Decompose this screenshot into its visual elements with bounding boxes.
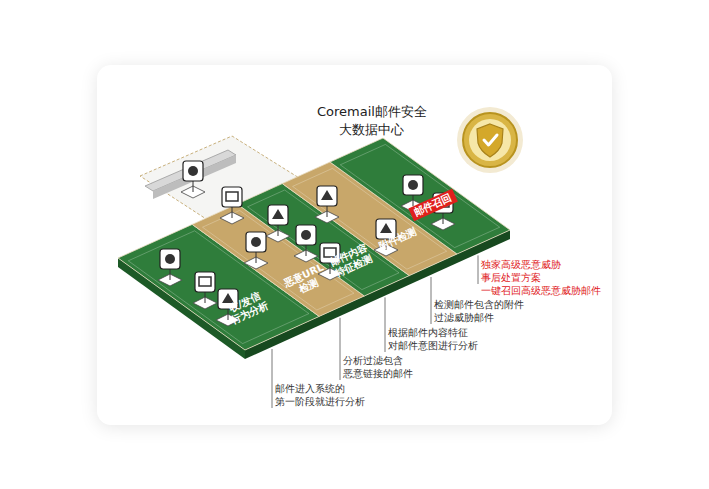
icon-stem	[232, 207, 233, 218]
icon	[244, 232, 268, 269]
icon-glyph	[301, 230, 311, 240]
icon-frame	[183, 161, 203, 181]
check-mark	[484, 135, 497, 145]
icon-frame	[222, 187, 242, 207]
icon-frame	[246, 232, 266, 252]
icon-stem	[193, 181, 194, 192]
icon-glyph	[165, 254, 175, 264]
callout-text: 独家高级恶意威胁 事后处置方案 一键召回高级恶意威胁邮件	[481, 258, 601, 297]
icon-stem	[327, 206, 328, 217]
badge-halo	[457, 107, 523, 173]
icon	[181, 161, 205, 198]
leader-line	[272, 349, 273, 408]
callout-text: 分析过滤包含 恶意链接的邮件	[343, 354, 413, 380]
icon	[266, 205, 290, 242]
leader-line	[340, 318, 341, 380]
icon-glyph	[226, 192, 238, 201]
icon-glyph	[272, 209, 284, 219]
icon-stem	[278, 225, 279, 236]
icon	[294, 225, 318, 262]
diagram-title: Coremail邮件安全 大数据中心	[317, 103, 427, 138]
icon-stem	[205, 292, 206, 303]
icon-glyph	[380, 223, 392, 233]
icon	[220, 187, 244, 224]
icon	[158, 249, 182, 286]
leader-line	[431, 277, 432, 324]
icon-frame	[160, 249, 180, 269]
icon-frame	[195, 272, 215, 292]
callout-text: 检测邮件包含的附件 过滤威胁邮件	[434, 298, 524, 324]
callout-text: 根据邮件内容特征 对邮件意图进行分析	[388, 326, 478, 352]
icon	[315, 186, 339, 223]
icon-stem	[256, 252, 257, 263]
icon-glyph	[408, 180, 418, 190]
grey-wall	[145, 150, 236, 191]
icon-stem	[413, 195, 414, 206]
icon-stem	[306, 245, 307, 256]
badge-inner	[469, 119, 511, 161]
callout-text: 邮件进入系统的 第一阶段就进行分析	[275, 382, 365, 408]
badge-ring	[463, 113, 517, 167]
icon-stem	[170, 269, 171, 280]
leader-line	[385, 297, 386, 352]
shield-shape	[477, 124, 503, 157]
icon	[193, 272, 217, 309]
icon-glyph	[251, 237, 261, 247]
leader-lines	[272, 255, 478, 408]
icon-group	[158, 161, 455, 326]
icon-glyph	[321, 190, 333, 200]
icon-frame	[317, 186, 337, 206]
shield-badge	[457, 107, 523, 173]
icon-glyph	[199, 277, 211, 286]
icon-glyph	[188, 166, 198, 176]
icon-stem	[443, 213, 444, 224]
icon-frame	[403, 175, 423, 195]
leader-line	[478, 255, 479, 284]
icon-frame	[268, 205, 288, 225]
icon-frame	[296, 225, 316, 245]
platform	[118, 136, 510, 359]
